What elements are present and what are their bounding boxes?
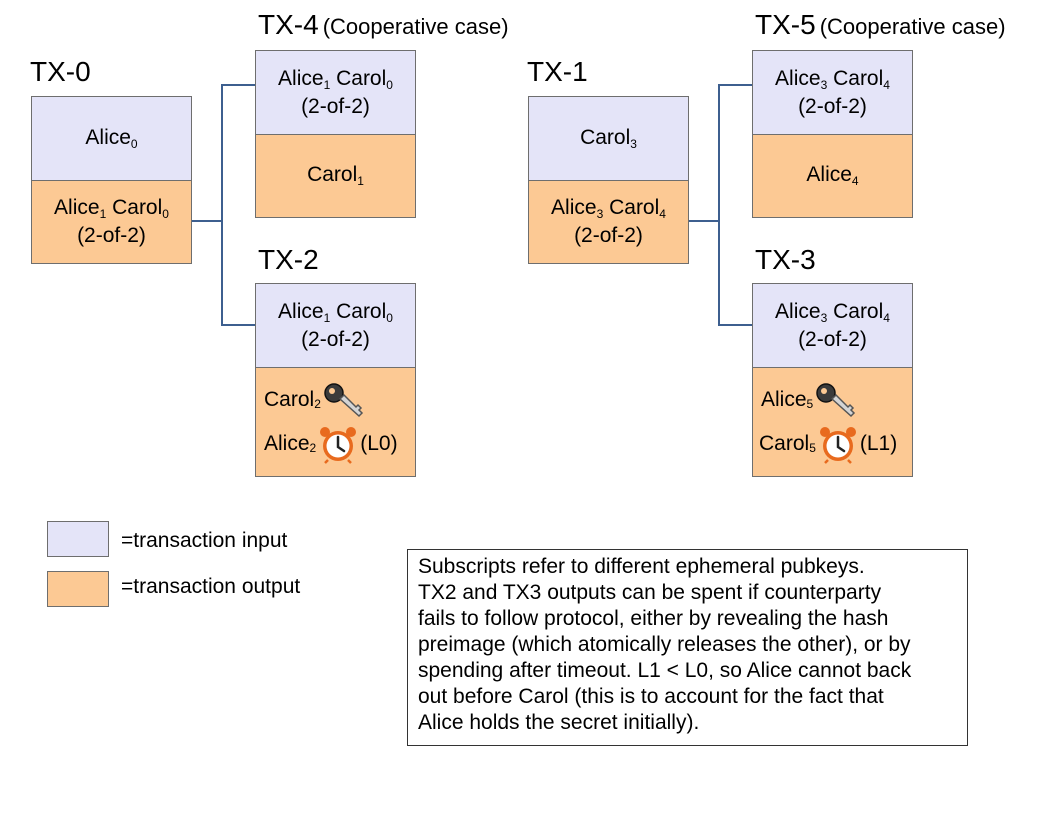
tx5-input: Alice3 Carol4 (2-of-2) xyxy=(753,51,912,135)
tx2-input: Alice1 Carol0 (2-of-2) xyxy=(256,284,415,368)
tx1-box: Carol3 Alice3 Carol4 (2-of-2) xyxy=(528,96,689,264)
note-line: fails to follow protocol, either by reve… xyxy=(418,607,889,630)
tx0-output: Alice1 Carol0 (2-of-2) xyxy=(32,181,191,263)
tx5-output: Alice4 xyxy=(753,135,912,217)
tx1-connector-trunk xyxy=(718,84,720,326)
tx5-title: TX-5(Cooperative case) xyxy=(755,9,1006,40)
key-icon xyxy=(813,380,857,420)
tx1-output: Alice3 Carol4 (2-of-2) xyxy=(529,181,688,263)
tx4-subtitle: (Cooperative case) xyxy=(322,14,509,39)
tx1-to-tx5-connector xyxy=(718,84,752,86)
legend-output-swatch xyxy=(47,571,109,607)
tx0-input: Alice0 xyxy=(32,97,191,181)
note-line: Alice holds the secret initially). xyxy=(418,711,700,734)
tx5-subtitle: (Cooperative case) xyxy=(819,14,1006,39)
legend-input-swatch xyxy=(47,521,109,557)
tx1-connector-stub xyxy=(689,220,719,222)
alarm-clock-icon xyxy=(816,424,860,464)
legend-input-label: =transaction input xyxy=(121,529,288,552)
tx1-to-tx3-connector xyxy=(718,324,752,326)
note-line: spending after timeout. L1 < L0, so Alic… xyxy=(418,659,912,682)
tx3-input: Alice3 Carol4 (2-of-2) xyxy=(753,284,912,368)
note-line: out before Carol (this is to account for… xyxy=(418,685,884,708)
tx0-connector-trunk xyxy=(221,84,223,326)
note-line: TX2 and TX3 outputs can be spent if coun… xyxy=(418,581,882,604)
alarm-clock-icon xyxy=(316,424,360,464)
tx0-box: Alice0 Alice1 Carol0 (2-of-2) xyxy=(31,96,192,264)
tx4-box: Alice1 Carol0 (2-of-2) Carol1 xyxy=(255,50,416,218)
tx4-input: Alice1 Carol0 (2-of-2) xyxy=(256,51,415,135)
tx0-to-tx4-connector xyxy=(221,84,255,86)
tx3-title: TX-3 xyxy=(755,244,816,275)
tx4-output: Carol1 xyxy=(256,135,415,217)
tx0-connector-stub xyxy=(192,220,222,222)
tx1-input: Carol3 xyxy=(529,97,688,181)
note-line: Subscripts refer to different ephemeral … xyxy=(418,555,865,578)
tx2-title: TX-2 xyxy=(258,244,319,275)
legend-output-label: =transaction output xyxy=(121,575,301,598)
tx0-to-tx2-connector xyxy=(221,324,255,326)
tx1-title: TX-1 xyxy=(527,56,588,87)
key-icon xyxy=(321,380,365,420)
tx0-title: TX-0 xyxy=(30,56,91,87)
explanation-note: Subscripts refer to different ephemeral … xyxy=(407,549,968,746)
note-line: preimage (which atomically releases the … xyxy=(418,633,911,656)
tx5-box: Alice3 Carol4 (2-of-2) Alice4 xyxy=(752,50,913,218)
tx4-title: TX-4(Cooperative case) xyxy=(258,9,509,40)
